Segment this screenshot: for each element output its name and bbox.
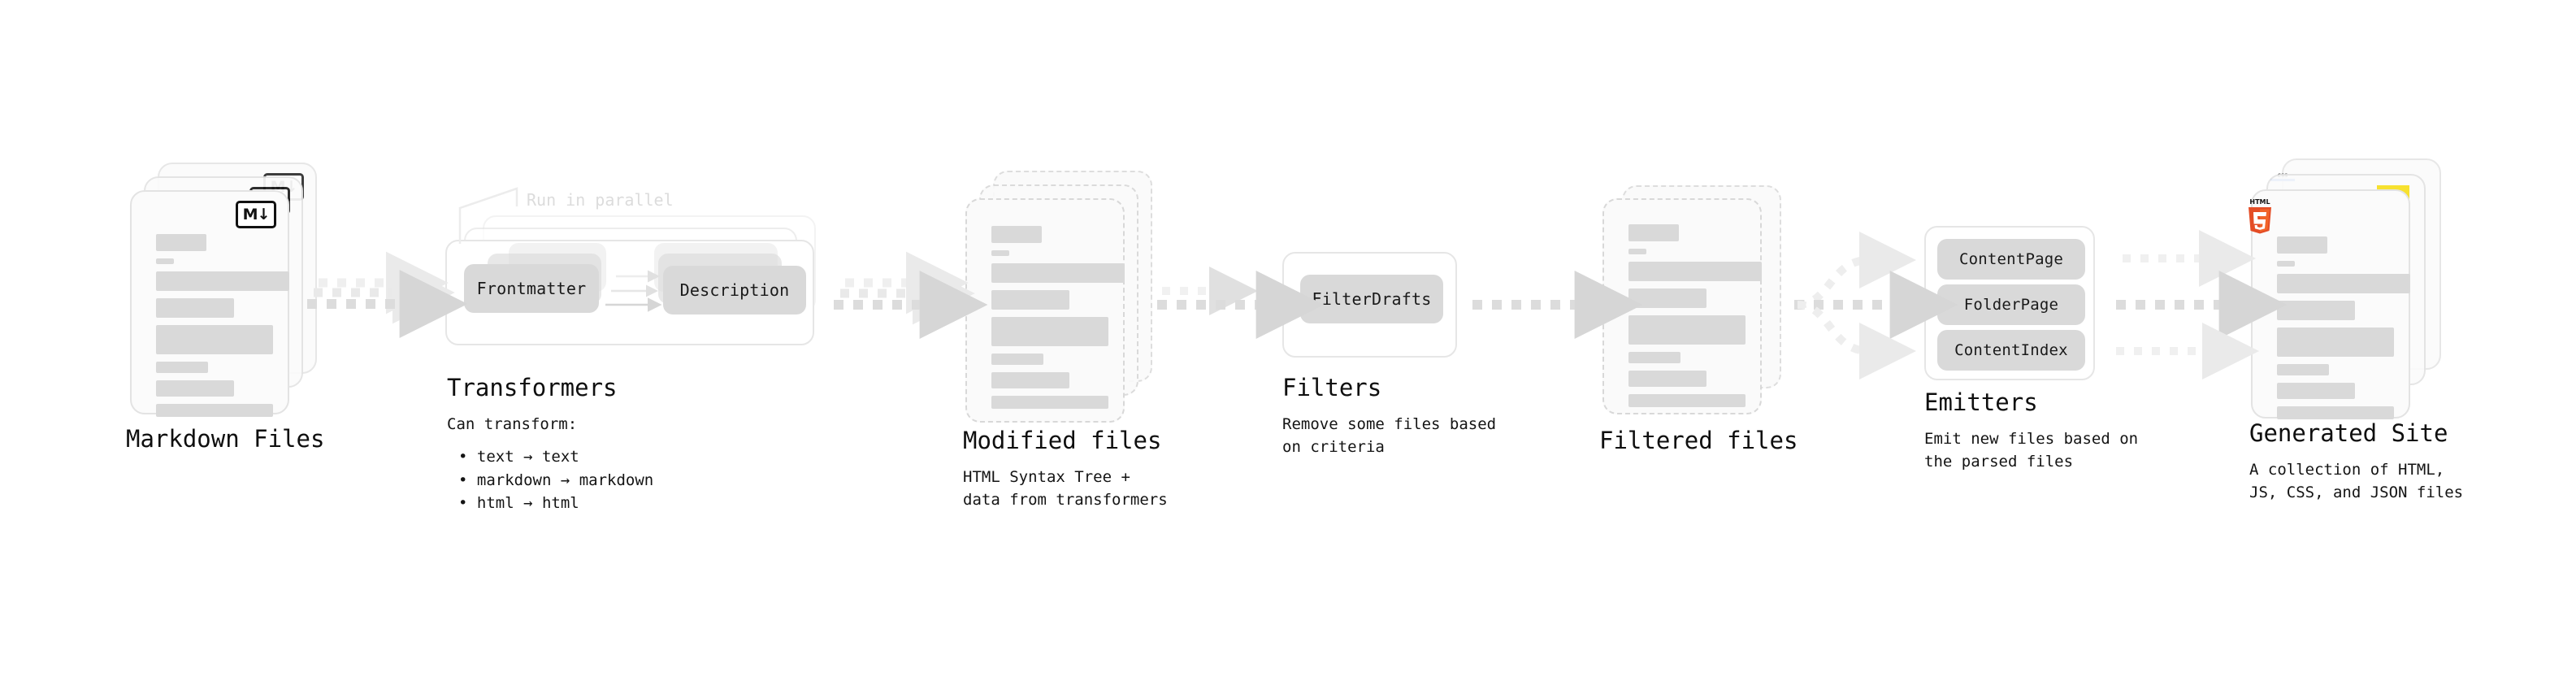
connector-modified-to-filters [1157, 267, 1325, 339]
list-item: • text → text [458, 448, 579, 466]
markdown-icon: M↓ [236, 201, 276, 228]
html5-icon: HTML [2243, 196, 2277, 234]
connector-filtered-to-emitters [1794, 232, 1958, 380]
stage-title: Markdown Files [126, 425, 325, 453]
stage-title: Generated Site [2249, 419, 2448, 447]
doc-placeholder-lines [991, 226, 1125, 416]
stage-subtitle: A collection of HTML, JS, CSS, and JSON … [2249, 460, 2464, 502]
connector-transformers-to-modified [834, 251, 988, 339]
doc-placeholder-lines [1628, 224, 1762, 414]
chip-filterdrafts[interactable]: FilterDrafts [1300, 275, 1443, 323]
filters-caption: Filters Remove some files based on crite… [1282, 375, 1575, 459]
stage-title: Modified files [963, 427, 1162, 454]
run-in-parallel-note: Run in parallel [527, 190, 674, 210]
stage-title: Emitters [1924, 388, 2038, 416]
modified-doc-front [965, 198, 1125, 423]
stage-title: Transformers [447, 374, 618, 401]
chip-description[interactable]: Description [663, 266, 806, 314]
generated-site-caption: Generated Site A collection of HTML, JS,… [2249, 419, 2574, 505]
emitters-caption: Emitters Emit new files based on the par… [1924, 388, 2217, 474]
filtered-files-stack [1602, 185, 1789, 429]
filtered-files-caption: Filtered files [1599, 427, 1867, 454]
chip-frontmatter[interactable]: Frontmatter [464, 264, 599, 313]
svg-text:HTML: HTML [2249, 198, 2270, 206]
transformers-caption: Transformers Can transform: • text → tex… [447, 375, 772, 515]
markdown-files-stack: M↓ M↓ M↓ [130, 163, 317, 417]
generated-doc-front: HTML [2249, 189, 2410, 419]
modified-files-caption: Modified files HTML Syntax Tree + data f… [963, 427, 1255, 512]
emitters-panel: ContentPage FolderPage ContentIndex [1924, 226, 2095, 380]
stage-subtitle: Remove some files based on criteria [1282, 414, 1497, 457]
markdown-files-caption: Markdown Files [126, 425, 394, 453]
list-item: • html → html [458, 494, 579, 513]
transformers-group: Frontmatter Description [445, 215, 827, 370]
stage-title: Filtered files [1599, 427, 1798, 454]
list-item: • markdown → markdown [458, 471, 654, 489]
modified-files-stack [965, 171, 1152, 423]
chip-contentindex[interactable]: ContentIndex [1937, 330, 2085, 371]
chip-contentpage[interactable]: ContentPage [1937, 239, 2085, 280]
doc-placeholder-lines [2277, 236, 2410, 427]
markdown-doc-front: M↓ [130, 190, 289, 417]
filtered-doc-front [1602, 198, 1762, 414]
doc-placeholder-lines [156, 234, 289, 424]
chip-folderpage[interactable]: FolderPage [1937, 284, 2085, 325]
filters-panel: FilterDrafts [1282, 252, 1457, 358]
stage-subtitle: HTML Syntax Tree + data from transformer… [963, 467, 1168, 510]
generated-site-stack: CSS HTML [2249, 158, 2446, 419]
transform-list: • text → text • markdown → markdown • ht… [447, 445, 772, 515]
connector-emitters-to-site [2116, 230, 2288, 380]
stage-title: Filters [1282, 374, 1382, 401]
connector-markdown-to-transformers [307, 251, 468, 338]
stage-subtitle: Can transform: [447, 414, 578, 433]
stage-subtitle: Emit new files based on the parsed files [1924, 429, 2139, 471]
